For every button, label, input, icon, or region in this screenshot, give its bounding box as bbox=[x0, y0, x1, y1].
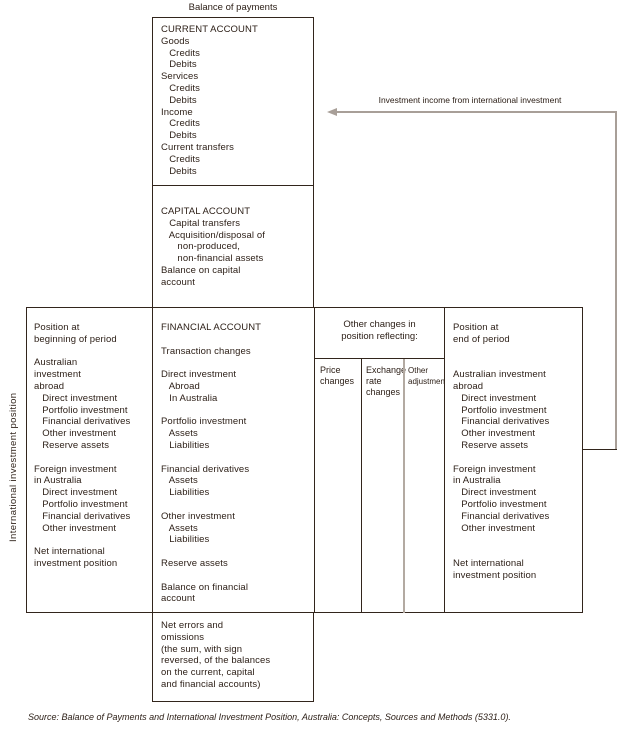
current-account-lines: CURRENT ACCOUNT Goods Credits Debits Ser… bbox=[161, 24, 258, 177]
position-to-arrow-connector-line bbox=[560, 449, 617, 450]
investment-income-arrowhead-icon bbox=[327, 108, 337, 116]
column-divider-icon bbox=[361, 359, 362, 613]
net-errors-box: Net errors and omissions (the sum, with … bbox=[152, 612, 314, 702]
capital-account-lines: CAPITAL ACCOUNT Capital transfers Acquis… bbox=[161, 206, 265, 288]
position-end-box: Position at end of period Australian inv… bbox=[444, 307, 583, 613]
position-end-lines: Position at end of period Australian inv… bbox=[453, 322, 550, 581]
international-investment-position-side-label: International investment position bbox=[8, 392, 19, 542]
position-beginning-box: Position at beginning of period Australi… bbox=[26, 307, 153, 613]
investment-income-arrow-vertical-line bbox=[615, 111, 617, 450]
net-errors-lines: Net errors and omissions (the sum, with … bbox=[161, 620, 271, 690]
position-beginning-lines: Position at beginning of period Australi… bbox=[34, 322, 131, 569]
column-label-other-adjustments: Other adjustments bbox=[408, 366, 452, 386]
source-note: Source: Balance of Payments and Internat… bbox=[28, 712, 511, 722]
financial-account-box: FINANCIAL ACCOUNT Transaction changes Di… bbox=[152, 307, 315, 613]
column-label-price-changes: Price changes bbox=[320, 365, 355, 386]
other-changes-header: Other changes in position reflecting: bbox=[315, 308, 444, 359]
investment-income-arrow-horizontal-line bbox=[336, 111, 617, 113]
column-label-exchange-rate-changes: Exchange rate changes bbox=[366, 365, 407, 397]
column-divider-gray-icon bbox=[403, 359, 405, 613]
other-changes-panel: Other changes in position reflecting: Pr… bbox=[314, 307, 451, 613]
financial-account-lines: FINANCIAL ACCOUNT Transaction changes Di… bbox=[161, 322, 262, 605]
capital-account-box: CAPITAL ACCOUNT Capital transfers Acquis… bbox=[152, 185, 314, 308]
investment-income-arrow-label: Investment income from international inv… bbox=[378, 95, 562, 105]
diagram-title: Balance of payments bbox=[188, 2, 278, 13]
current-account-box: CURRENT ACCOUNT Goods Credits Debits Ser… bbox=[152, 17, 314, 186]
